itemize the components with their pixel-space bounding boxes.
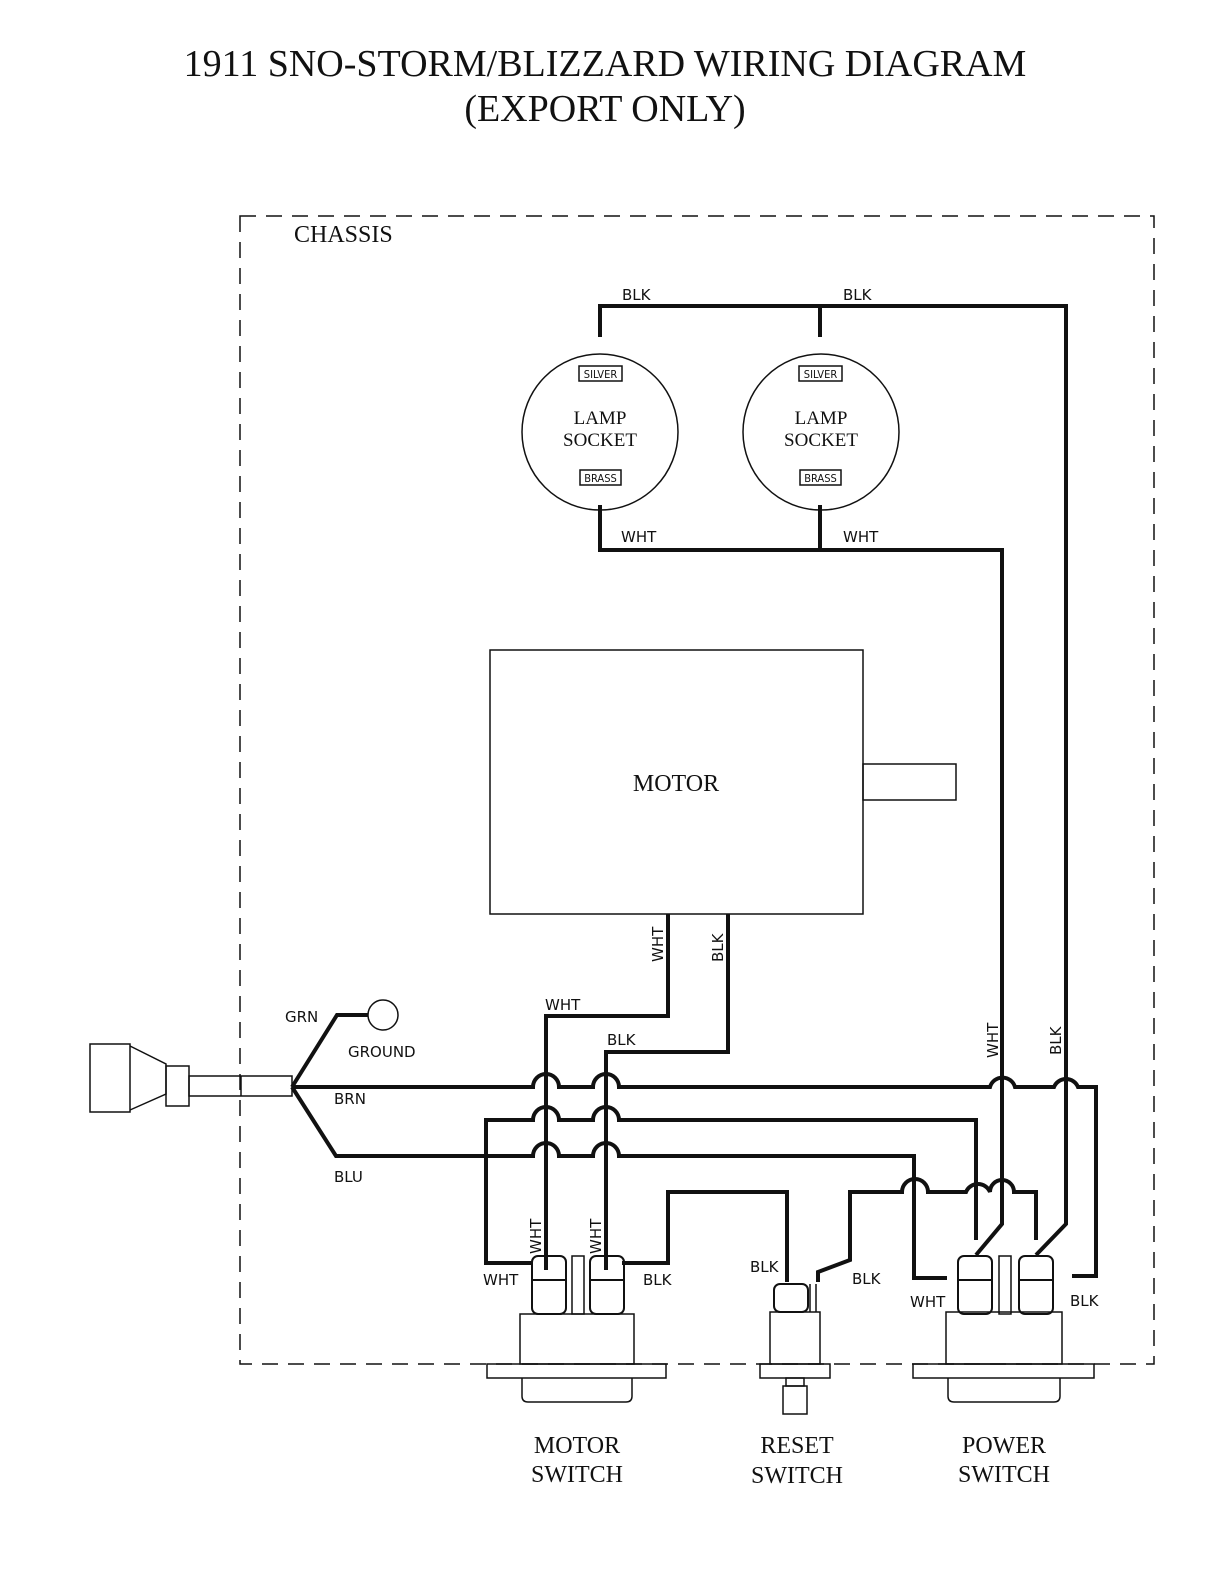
reset-switch-label: SWITCH: [751, 1463, 843, 1489]
wire-label-wht: WHT: [984, 1022, 1002, 1058]
svg-text:SILVER: SILVER: [584, 368, 618, 381]
motor-switch-label: SWITCH: [531, 1462, 623, 1488]
wire-label-wht: WHT: [483, 1271, 519, 1289]
reset-switch-label: RESET: [760, 1433, 834, 1459]
wire-label-brn: BRN: [334, 1090, 366, 1108]
ground-label: GROUND: [348, 1043, 416, 1061]
wire-label-grn: GRN: [285, 1008, 318, 1026]
svg-text:SOCKET: SOCKET: [784, 430, 858, 451]
svg-text:MOTOR: MOTOR: [633, 771, 719, 797]
power-wht-feed: [976, 1081, 1002, 1255]
wire-label-blk: BLK: [843, 286, 873, 304]
power-plug: [90, 1044, 292, 1112]
wire-label-wht: WHT: [587, 1218, 605, 1254]
ground-terminal: [368, 1000, 398, 1030]
lamp-socket-1: SILVER LAMP SOCKET BRASS: [522, 354, 678, 510]
svg-text:LAMP: LAMP: [574, 408, 627, 429]
wire-label-blk: BLK: [643, 1271, 673, 1289]
diagram-title: 1911 SNO-STORM/BLIZZARD WIRING DIAGRAM: [184, 43, 1027, 85]
chassis-label: CHASSIS: [294, 222, 393, 248]
svg-text:BRASS: BRASS: [804, 472, 837, 485]
wire-label-wht: WHT: [545, 996, 581, 1014]
wire-label-blk: BLK: [1070, 1292, 1100, 1310]
diagram-subtitle: (EXPORT ONLY): [464, 88, 745, 130]
wire-label-blk: BLK: [622, 286, 652, 304]
svg-text:BRASS: BRASS: [584, 472, 617, 485]
wire-label-blk: BLK: [607, 1031, 637, 1049]
svg-text:LAMP: LAMP: [795, 408, 848, 429]
power-blk-feed: [1036, 1054, 1066, 1255]
wire-label-blk: BLK: [852, 1270, 882, 1288]
motor-switch-label: MOTOR: [534, 1433, 620, 1459]
wire-label-blk: BLK: [750, 1258, 780, 1276]
power-switch-label: POWER: [962, 1433, 1046, 1459]
wire-label-blu: BLU: [334, 1168, 363, 1186]
wire-label-wht: WHT: [527, 1218, 545, 1254]
reset-button: [783, 1386, 807, 1414]
wire-label-blk: BLK: [709, 932, 727, 962]
power-switch-label: SWITCH: [958, 1462, 1050, 1488]
wire-label-blk: BLK: [1047, 1025, 1065, 1055]
wire-label-wht: WHT: [843, 528, 879, 546]
svg-text:SOCKET: SOCKET: [563, 430, 637, 451]
lamp-socket-2: SILVER LAMP SOCKET BRASS: [743, 354, 899, 510]
motor: MOTOR: [490, 650, 956, 914]
svg-text:SILVER: SILVER: [804, 368, 838, 381]
reset-switch: [760, 1284, 830, 1414]
wire-label-wht: WHT: [649, 926, 667, 962]
wire-label-wht: WHT: [910, 1293, 946, 1311]
wire-label-wht: WHT: [621, 528, 657, 546]
motor-shaft: [863, 764, 956, 800]
